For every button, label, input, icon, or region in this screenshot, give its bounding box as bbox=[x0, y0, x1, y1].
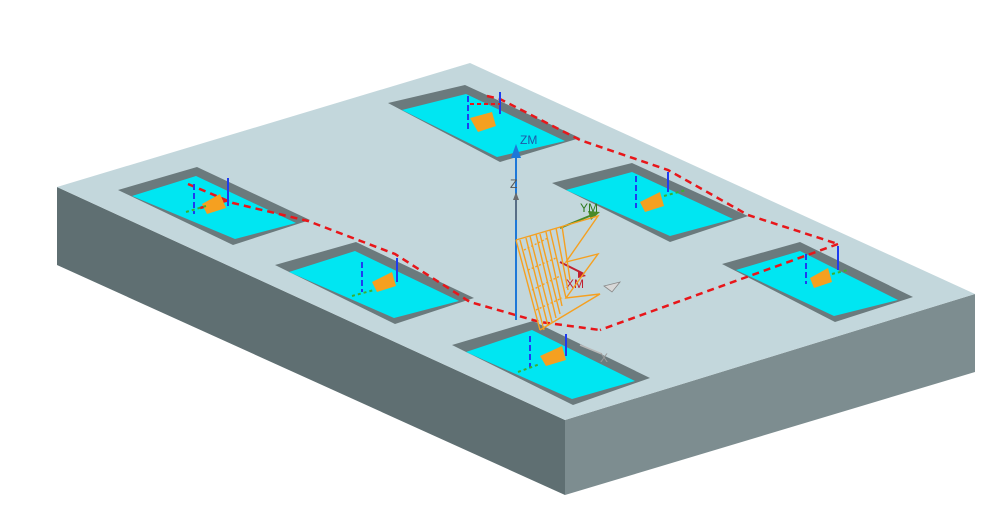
toolpath-rapid-2 bbox=[486, 94, 839, 246]
block-left-face bbox=[57, 187, 565, 495]
x-aux-axis bbox=[579, 344, 603, 355]
z-aux-arrow-icon bbox=[513, 192, 519, 200]
tool-marker-left bbox=[185, 178, 229, 214]
ym-label: YM bbox=[580, 201, 598, 215]
tool-marker-back bbox=[467, 92, 501, 132]
tool-marker-center-left bbox=[351, 258, 398, 297]
toolpath-rapid-3 bbox=[599, 242, 839, 332]
cone-marker-icon bbox=[603, 281, 622, 293]
tool-zigzag-outline bbox=[515, 214, 601, 331]
tool-marker-right-mid bbox=[635, 172, 687, 212]
tool-geometry[interactable] bbox=[515, 214, 601, 331]
tool-marker-right bbox=[805, 246, 849, 288]
xm-arrow-icon bbox=[578, 270, 586, 278]
tool-markers bbox=[185, 92, 849, 373]
tool-marker-front bbox=[517, 334, 567, 373]
block-right-face bbox=[565, 294, 975, 495]
z-label: Z bbox=[510, 177, 517, 191]
toolpath-rapid bbox=[187, 182, 601, 332]
xm-label: XM bbox=[566, 277, 584, 291]
wcs-triad[interactable]: ZM Z YM XM X bbox=[510, 133, 622, 365]
x-label: X bbox=[600, 351, 608, 365]
zm-label: ZM bbox=[520, 133, 537, 147]
zm-arrow-icon bbox=[511, 144, 521, 158]
